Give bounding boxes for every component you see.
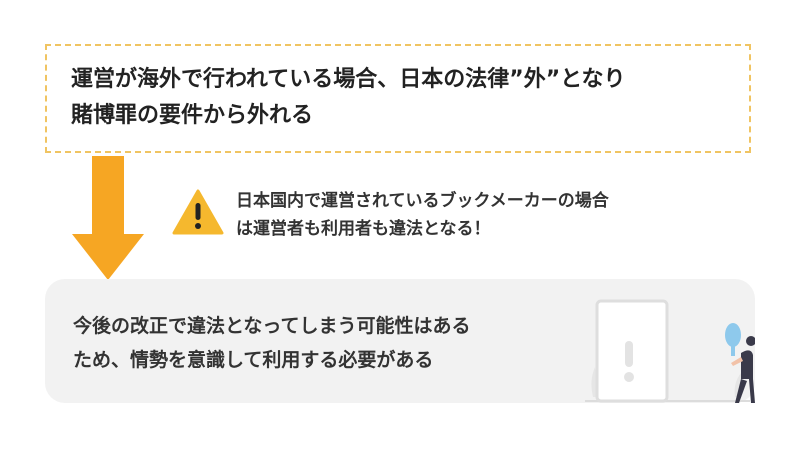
warning-note: 日本国内で運営されているブックメーカーの場合 は運営者も利用者も違法となる！ (236, 187, 609, 243)
note-line-1: 今後の改正で違法となってしまう可能性はある (73, 315, 471, 337)
warning-icon (172, 189, 224, 235)
warning-line-1: 日本国内で運営されているブックメーカーの場合 (236, 191, 609, 211)
statement-line-2: 賭博罪の要件から外れる (71, 103, 314, 128)
warning-line-2: は運営者も利用者も違法となる！ (236, 219, 491, 239)
note-box: 今後の改正で違法となってしまう可能性はある ため、情勢を意識して利用する必要があ… (45, 279, 755, 403)
down-arrow-icon (72, 156, 144, 280)
note-line-2: ため、情勢を意識して利用する必要がある (73, 349, 434, 371)
note-text: 今後の改正で違法となってしまう可能性はある ため、情勢を意識して利用する必要があ… (73, 309, 470, 377)
statement-line-1: 運営が海外で行われている場合、日本の法律”外”となり (71, 67, 626, 92)
person-with-phone-illustration (585, 299, 755, 403)
statement-box: 運営が海外で行われている場合、日本の法律”外”となり 賭博罪の要件から外れる (45, 44, 751, 153)
